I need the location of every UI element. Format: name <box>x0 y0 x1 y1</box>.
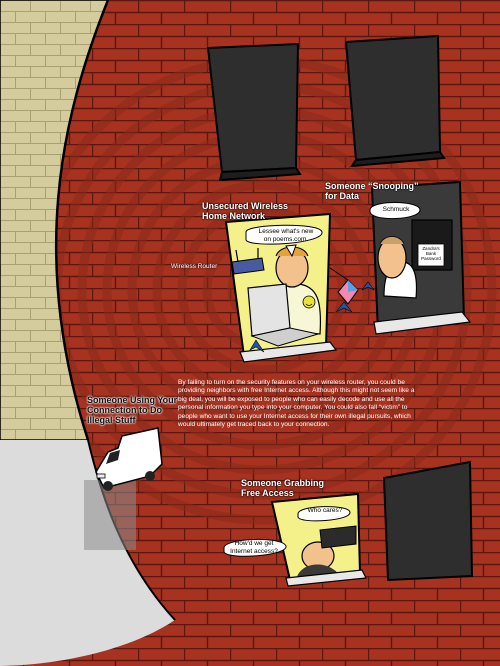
white-van <box>95 427 163 491</box>
snooping-label: Someone “Snooping” for Data <box>325 181 419 201</box>
lessee-bubble-shape <box>245 224 323 245</box>
kite <box>329 267 359 305</box>
dark-windows <box>206 34 474 582</box>
unsecured-network-label: Unsecured Wireless Home Network <box>202 201 288 221</box>
who-cares-bubble: Who cares? <box>307 507 343 514</box>
bank-password-sign: Zandra's Bank Password <box>421 246 441 261</box>
grabbing-access-label: Someone Grabbing Free Access <box>241 478 325 498</box>
illegal-stuff-label: Someone Using Your Connection to Do Ille… <box>87 395 178 425</box>
wireless-router-label: Wireless Router <box>171 263 218 270</box>
schmuck-bubble: Schmuck <box>382 206 410 213</box>
how-internet-bubble: How'd we get Internet access? <box>230 540 278 555</box>
description-text: By failing to turn on the security featu… <box>178 379 415 429</box>
street <box>0 440 175 666</box>
bird-icon <box>335 301 353 313</box>
snooper-window <box>370 180 472 335</box>
lessee-bubble: Lessee what's new on poems.com. <box>258 228 314 243</box>
